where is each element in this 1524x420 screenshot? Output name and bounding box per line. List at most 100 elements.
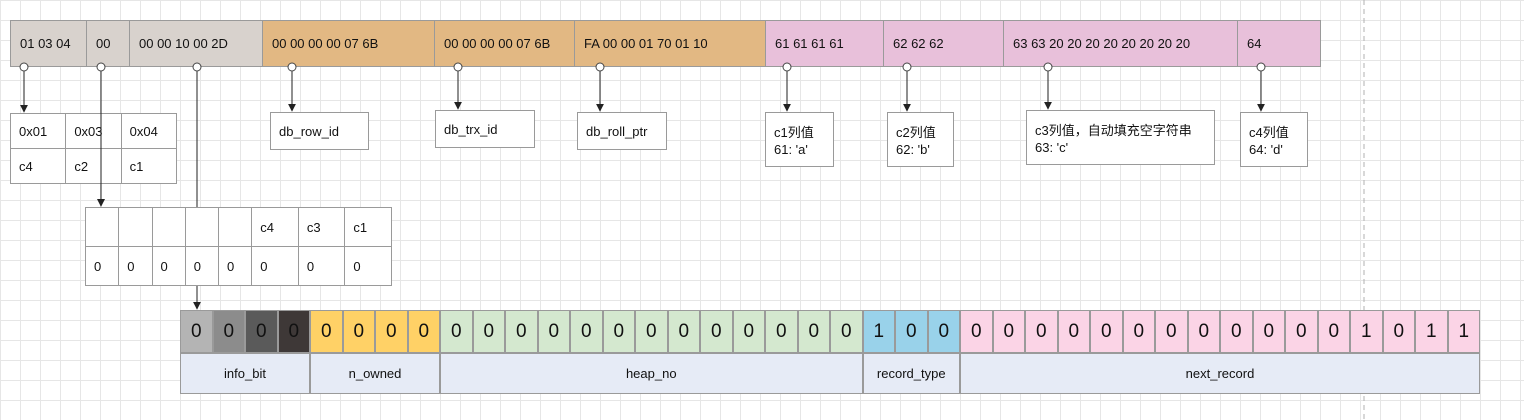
field-n-owned: n_owned xyxy=(310,353,440,394)
header-bit: 1 xyxy=(862,310,895,353)
anchor-dot xyxy=(453,62,463,72)
row-id-label: db_row_id xyxy=(279,124,339,139)
c1-value: 61: 'a' xyxy=(774,142,808,157)
header-bit: 1 xyxy=(1415,310,1448,353)
varlen-cell: 0x04 xyxy=(120,113,178,149)
null-cell xyxy=(84,207,120,247)
roll-ptr-label-box: db_roll_ptr xyxy=(577,112,667,150)
header-bit: 0 xyxy=(407,310,440,353)
c4-label-box: c4列值 64: 'd' xyxy=(1240,112,1308,167)
header-bit: 0 xyxy=(1252,310,1285,353)
varlen-col-name: c2 xyxy=(65,148,122,184)
null-list-table: c4 c3 c1 0 0 0 0 0 0 0 0 xyxy=(84,207,392,286)
header-bit: 0 xyxy=(797,310,830,353)
null-bit: 0 xyxy=(251,246,299,286)
anchor-dot xyxy=(96,62,106,72)
varlen-cell: 0x01 xyxy=(9,113,67,149)
header-bit: 0 xyxy=(570,310,603,353)
header-bit: 0 xyxy=(375,310,408,353)
header-bit: 0 xyxy=(602,310,635,353)
anchor-dot xyxy=(192,62,202,72)
c3-title: c3列值，自动填充空字符串 xyxy=(1035,123,1192,138)
anchor-dot xyxy=(595,62,605,72)
null-cell xyxy=(118,207,153,247)
roll-ptr-label: db_roll_ptr xyxy=(586,124,648,139)
anchor-dot xyxy=(1256,62,1266,72)
null-list-hex: 00 xyxy=(86,20,130,67)
field-heap-no: heap_no xyxy=(440,353,863,394)
roll-ptr-hex: FA 00 00 01 70 01 10 xyxy=(574,20,766,67)
null-bit: 0 xyxy=(84,246,120,286)
null-bit: 0 xyxy=(184,246,220,286)
null-cell xyxy=(184,207,220,247)
trx-id-label: db_trx_id xyxy=(444,122,498,137)
header-bit: 0 xyxy=(700,310,733,353)
null-bit: 0 xyxy=(151,246,186,286)
trx-id-label-box: db_trx_id xyxy=(435,110,535,148)
header-bit: 0 xyxy=(342,310,375,353)
header-bit: 0 xyxy=(472,310,505,353)
null-col-name: c4 xyxy=(251,207,299,247)
header-bit: 0 xyxy=(1285,310,1318,353)
c2-hex: 62 62 62 xyxy=(883,20,1004,67)
c4-hex: 64 xyxy=(1237,20,1321,67)
varlen-cell: 0x03 xyxy=(65,113,122,149)
header-bit: 0 xyxy=(1057,310,1090,353)
field-info-bit: info_bit xyxy=(180,353,310,394)
header-bit: 0 xyxy=(245,310,278,353)
header-bit: 0 xyxy=(277,310,310,353)
field-record-type: record_type xyxy=(862,353,960,394)
varlen-list-table: 0x01 0x03 0x04 c4 c2 c1 xyxy=(9,113,178,184)
header-bit: 0 xyxy=(310,310,343,353)
c1-label-box: c1列值 61: 'a' xyxy=(765,112,834,167)
null-col-name: c3 xyxy=(297,207,346,247)
c3-value: 63: 'c' xyxy=(1035,140,1069,155)
c1-hex: 61 61 61 61 xyxy=(765,20,884,67)
header-bit: 0 xyxy=(180,310,213,353)
header-bit: 0 xyxy=(1025,310,1058,353)
null-cell xyxy=(217,207,253,247)
null-col-name: c1 xyxy=(344,207,392,247)
header-bit: 0 xyxy=(830,310,863,353)
header-bit: 0 xyxy=(992,310,1025,353)
null-cell xyxy=(151,207,186,247)
header-bit: 0 xyxy=(1317,310,1350,353)
header-bit: 0 xyxy=(537,310,570,353)
anchor-dot xyxy=(902,62,912,72)
header-bit: 0 xyxy=(505,310,538,353)
header-bit: 0 xyxy=(1382,310,1415,353)
anchor-dot xyxy=(1043,62,1053,72)
c1-title: c1列值 xyxy=(774,125,814,140)
varlen-col-name: c4 xyxy=(9,148,67,184)
null-bit: 0 xyxy=(344,246,392,286)
row-id-label-box: db_row_id xyxy=(270,112,369,150)
header-bit: 0 xyxy=(960,310,993,353)
c4-title: c4列值 xyxy=(1249,125,1289,140)
header-bit: 0 xyxy=(1220,310,1253,353)
header-bit: 1 xyxy=(1447,310,1480,353)
null-bit: 0 xyxy=(217,246,253,286)
varlen-col-name: c1 xyxy=(120,148,178,184)
c2-title: c2列值 xyxy=(896,125,936,140)
header-bit: 0 xyxy=(440,310,473,353)
c3-label-box: c3列值，自动填充空字符串 63: 'c' xyxy=(1026,110,1215,165)
header-bit: 0 xyxy=(667,310,700,353)
header-bit: 0 xyxy=(927,310,960,353)
header-bit: 0 xyxy=(212,310,245,353)
field-next-record: next_record xyxy=(960,353,1480,394)
row-id-hex: 00 00 00 00 07 6B xyxy=(262,20,435,67)
c3-hex: 63 63 20 20 20 20 20 20 20 20 xyxy=(1003,20,1238,67)
header-bit: 0 xyxy=(1090,310,1123,353)
header-bit: 1 xyxy=(1350,310,1383,353)
header-bit: 0 xyxy=(1187,310,1220,353)
anchor-dot xyxy=(19,62,29,72)
null-bit: 0 xyxy=(118,246,153,286)
header-bit: 0 xyxy=(1155,310,1188,353)
c2-label-box: c2列值 62: 'b' xyxy=(887,112,954,167)
c2-value: 62: 'b' xyxy=(896,142,930,157)
header-bit: 0 xyxy=(635,310,668,353)
header-bit: 0 xyxy=(895,310,928,353)
anchor-dot xyxy=(782,62,792,72)
header-bit: 0 xyxy=(732,310,765,353)
